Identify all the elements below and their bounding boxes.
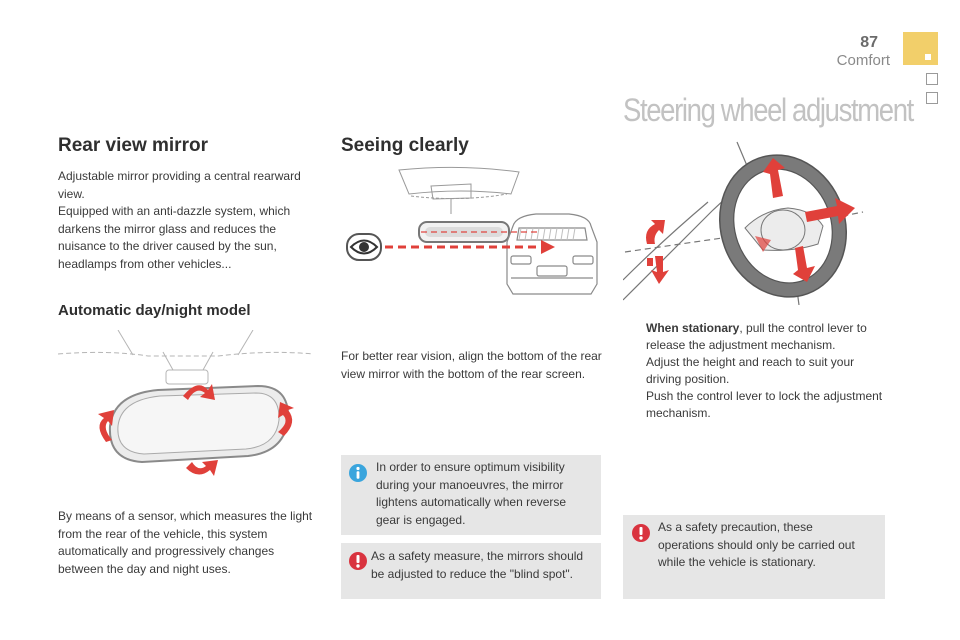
warning-note-stationary: As a safety precaution, these operations… [623, 515, 885, 599]
page-number: 87 [860, 34, 878, 51]
day-night-text: By means of a sensor, which measures the… [58, 509, 313, 576]
warning-note-text: As a safety measure, the mirrors should … [371, 549, 584, 581]
step-emphasis: When stationary [646, 321, 740, 335]
rear-view-title: Rear view mirror [58, 135, 208, 156]
info-note: In order to ensure optimum visibility du… [341, 455, 601, 535]
rear-view-text: Adjustable mirror providing a central re… [58, 168, 313, 273]
mirror-illustration [58, 330, 313, 480]
warning-note-text: As a safety precaution, these operations… [658, 520, 855, 569]
warning-icon [631, 523, 651, 543]
list-item: Adjust the height and reach to suit your… [623, 354, 885, 388]
chapter-tab[interactable] [926, 92, 938, 104]
steering-wheel-illustration [623, 140, 885, 305]
chapter-tab[interactable] [926, 73, 938, 85]
step-text: Push the control lever to lock the adjus… [646, 389, 883, 420]
section-name: Comfort [836, 52, 890, 69]
info-note-text: In order to ensure optimum visibility du… [376, 460, 567, 527]
steering-section-title: Steering wheel adjustment [623, 92, 914, 128]
day-night-subtitle: Automatic day/night model [58, 302, 251, 319]
seeing-clearly-title: Seeing clearly [341, 135, 469, 156]
seeing-clearly-text: For better rear vision, align the bottom… [341, 349, 602, 381]
steering-steps: When stationary, pull the control lever … [623, 320, 885, 422]
list-item: When stationary, pull the control lever … [623, 320, 885, 354]
step-text: Adjust the height and reach to suit your… [646, 355, 855, 386]
rear-view-paragraph: Adjustable mirror providing a central re… [58, 169, 301, 201]
chapter-tab-active[interactable] [903, 32, 938, 65]
seeing-clearly-illustration [341, 166, 603, 301]
eye-icon [346, 233, 382, 261]
warning-icon [348, 551, 368, 571]
list-item: Push the control lever to lock the adjus… [623, 388, 885, 422]
warning-note-mirrors: As a safety measure, the mirrors should … [341, 543, 601, 599]
info-icon [348, 463, 368, 483]
step-text: , pull the control lever to release the … [646, 321, 867, 352]
rear-view-paragraph: Equipped with an anti-dazzle system, whi… [58, 204, 291, 271]
